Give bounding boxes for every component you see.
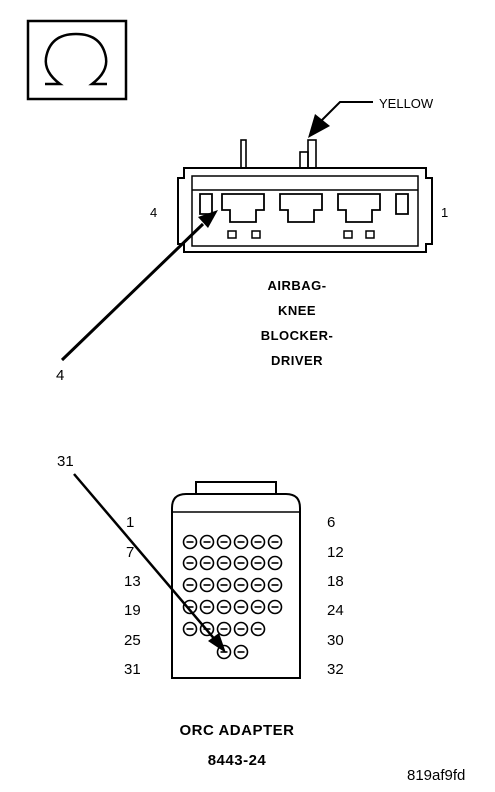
orc-pin-5 xyxy=(250,534,266,550)
orc-pin-26 xyxy=(199,621,215,637)
wire-color-label: YELLOW xyxy=(379,96,434,111)
orc-pin-31 xyxy=(233,644,249,660)
orc-pin-22 xyxy=(233,599,249,615)
orc-adapter-connector xyxy=(171,481,301,679)
airbag-callout-label: 4 xyxy=(56,367,65,384)
orc-pin-4 xyxy=(233,534,249,550)
airbag-name-line-4: DRIVER xyxy=(270,353,324,368)
left-row-label-3: 13 xyxy=(124,573,141,590)
right-row-label-6: 32 xyxy=(327,661,344,678)
orc-callout-label: 31 xyxy=(57,453,74,470)
orc-pin-12 xyxy=(267,555,283,571)
right-row-label-3: 18 xyxy=(327,573,344,590)
orc-pin-2 xyxy=(199,534,215,550)
pin-4-label: 4 xyxy=(150,205,158,220)
airbag-name-line-3: BLOCKER- xyxy=(260,328,334,343)
airbag-name-line-1: AIRBAG- xyxy=(267,278,327,293)
orc-pin-10 xyxy=(233,555,249,571)
orc-pin-6 xyxy=(267,534,283,550)
ohm-symbol-icon xyxy=(26,19,128,101)
orc-pin-3 xyxy=(216,534,232,550)
orc-pin-16 xyxy=(233,577,249,593)
orc-pin-27 xyxy=(216,621,232,637)
airbag-callout-arrow xyxy=(60,210,218,362)
orc-pin-24 xyxy=(267,599,283,615)
orc-pin-14 xyxy=(199,577,215,593)
orc-adapter-name: ORC ADAPTER xyxy=(179,722,295,739)
orc-pin-23 xyxy=(250,599,266,615)
orc-callout-arrow xyxy=(73,473,226,653)
right-row-label-4: 24 xyxy=(327,602,344,619)
left-row-label-4: 19 xyxy=(124,602,141,619)
figure-id: 819af9fd xyxy=(407,767,466,784)
pin-1-label: 1 xyxy=(441,205,449,220)
orc-pin-20 xyxy=(199,599,215,615)
orc-pin-17 xyxy=(250,577,266,593)
airbag-connector xyxy=(177,139,433,253)
orc-pin-1 xyxy=(182,534,198,550)
orc-pin-18 xyxy=(267,577,283,593)
right-row-label-5: 30 xyxy=(327,632,344,649)
left-row-label-6: 31 xyxy=(124,661,141,678)
orc-pin-21 xyxy=(216,599,232,615)
orc-pin-9 xyxy=(216,555,232,571)
orc-pin-13 xyxy=(182,577,198,593)
right-row-label-1: 6 xyxy=(327,514,336,531)
orc-pin-15 xyxy=(216,577,232,593)
left-row-label-1: 1 xyxy=(126,514,135,531)
left-row-label-2: 7 xyxy=(126,544,135,561)
orc-pin-28 xyxy=(233,621,249,637)
yellow-wire-leader xyxy=(308,101,373,138)
orc-pin-7 xyxy=(182,555,198,571)
orc-pin-8 xyxy=(199,555,215,571)
orc-pin-grid xyxy=(182,534,283,660)
orc-pin-30 xyxy=(216,644,232,660)
airbag-name-line-2: KNEE xyxy=(277,303,317,318)
orc-pin-19 xyxy=(182,599,198,615)
left-row-label-5: 25 xyxy=(124,632,141,649)
orc-part-number: 8443-24 xyxy=(207,752,267,769)
right-row-label-2: 12 xyxy=(327,544,344,561)
orc-pin-11 xyxy=(250,555,266,571)
orc-pin-25 xyxy=(182,621,198,637)
orc-pin-29 xyxy=(250,621,266,637)
